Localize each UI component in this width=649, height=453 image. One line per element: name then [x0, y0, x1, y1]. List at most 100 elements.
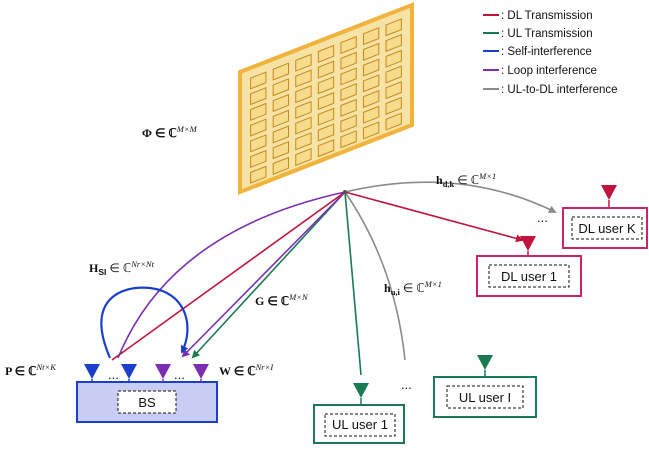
ris-element: [250, 102, 267, 121]
ris-element: [340, 67, 357, 86]
ris-element: [385, 81, 402, 100]
ris-element: [385, 112, 402, 131]
legend-label-ul-to-dl: : UL-to-DL interference: [501, 84, 618, 96]
ris-element: [362, 89, 380, 109]
ris-element: [250, 87, 267, 106]
ris-element: [295, 69, 312, 88]
legend-label-ul: : UL Transmission: [501, 28, 593, 40]
dl-user-k-label-box: [571, 216, 643, 240]
label-h-si-rest: ∈ ℂ: [106, 261, 131, 275]
label-g: G ∈ ℂM×N: [255, 292, 309, 308]
link-ris-to-bs-g: [191, 191, 346, 359]
label-h-si-sub: SI: [98, 267, 106, 277]
link-ul-user-1-to-ris: [344, 191, 362, 376]
ul-user-i-label-box: [446, 385, 524, 409]
ris-element: [272, 62, 290, 81]
ris-element: [362, 74, 380, 93]
label-phi-sup: M×M: [176, 124, 198, 134]
ul-user-1-label-box: [324, 413, 396, 437]
ris-element: [295, 53, 312, 72]
ris-element: [272, 141, 290, 160]
dl-user-1-label-box: [488, 264, 570, 288]
label-h-si-sup: Nr×Nt: [130, 259, 154, 269]
legend-item-loop: : Loop interference: [483, 65, 597, 77]
link-bs-to-ris-loop: [117, 191, 346, 359]
ris-element: [317, 139, 335, 158]
label-w-main: W ∈ ℂ: [219, 364, 256, 378]
dl-user-k-label: DL user K: [578, 221, 636, 236]
label-phi: Φ ∈ ℂM×M: [142, 124, 198, 140]
ris-element: [362, 42, 380, 61]
ris-element: [295, 116, 312, 135]
label-phi-main: Φ ∈ ℂ: [142, 126, 177, 140]
label-p: P ∈ ℂNt×K: [5, 362, 57, 378]
ul-user-1-label: UL user 1: [332, 417, 388, 432]
label-h-dk-rest: ∈ ℂ: [454, 173, 479, 187]
link-ris-to-bs-loop: [181, 191, 346, 358]
link-bs-to-ris-dl: [111, 191, 346, 361]
ris-element: [295, 85, 312, 104]
label-h-si-main: H: [89, 261, 99, 275]
ris-element: [385, 65, 402, 84]
legend-label-dl: : DL Transmission: [501, 10, 593, 22]
ris-element: [340, 130, 357, 149]
label-h-ui-rest: ∈ ℂ: [400, 281, 425, 295]
ul-user-1-node: UL user 1: [313, 383, 405, 444]
ris-element: [272, 93, 290, 113]
ris-element: [317, 44, 335, 63]
legend-label-si: : Self-interference: [501, 46, 592, 58]
bs-rx-antenna-1: [155, 364, 171, 379]
ris-element-grid: [250, 18, 402, 184]
ris-element: [250, 71, 267, 90]
channel-labels: Φ ∈ ℂM×M hd,k ∈ ℂM×1 hu,i ∈ ℂM×1 HSI ∈ ℂ…: [5, 124, 496, 378]
links: [100, 181, 557, 376]
label-p-sup: Nt×K: [36, 362, 58, 372]
label-h-dk: hd,k ∈ ℂM×1: [436, 171, 496, 189]
bs-rx-ellipsis: ...: [174, 367, 185, 382]
legend-label-loop: : Loop interference: [501, 65, 597, 77]
dl-user-k-node: DL user K: [562, 185, 648, 249]
dl-user-k-antenna: [601, 185, 617, 200]
bs-tx-ellipsis: ...: [108, 367, 119, 382]
ris-element: [340, 98, 357, 117]
ris-element: [385, 33, 402, 53]
link-ul-user-i-to-ris: [344, 191, 406, 361]
ris-element: [340, 83, 357, 102]
bs-node: BS ... ...: [76, 364, 218, 423]
ris-element: [340, 114, 357, 133]
legend-item-ul-to-dl: : UL-to-DL interference: [483, 84, 618, 96]
label-w: W ∈ ℂNr×I: [219, 362, 274, 378]
bs-tx-antenna-k: [121, 364, 137, 379]
ris-element: [250, 118, 267, 137]
ul-users-ellipsis: ...: [401, 377, 412, 392]
dl-user-1-label: DL user 1: [501, 269, 557, 284]
label-h-dk-sup: M×1: [478, 171, 496, 181]
bs-label: BS: [138, 395, 156, 410]
link-ris-to-dl-user-1: [344, 191, 524, 243]
ris-element: [272, 156, 290, 175]
ris-element: [385, 18, 402, 37]
ris-element: [295, 100, 312, 119]
ris-element: [362, 121, 380, 140]
ris-element: [385, 49, 402, 68]
dl-user-1-antenna: [520, 236, 536, 251]
ris-element: [317, 123, 335, 142]
label-h-dk-sub: d,k: [443, 179, 455, 189]
ris-element: [362, 27, 380, 46]
ris-element: [295, 132, 312, 151]
dl-users-ellipsis: ...: [537, 210, 548, 225]
ris-element: [362, 58, 380, 77]
label-h-ui-sup: M×1: [424, 279, 442, 289]
legend-item-dl: : DL Transmission: [483, 10, 593, 22]
ris-element: [317, 91, 335, 111]
ul-user-i-node: UL user I: [433, 355, 537, 418]
label-p-main: P ∈ ℂ: [5, 364, 37, 378]
link-ris-to-dl-user-k: [344, 181, 557, 213]
ris-element: [250, 134, 267, 153]
ris-element: [340, 51, 357, 70]
ris-element: [295, 147, 312, 167]
dl-user-1-node: DL user 1: [476, 236, 582, 297]
ul-user-i-antenna: [477, 355, 493, 370]
ris-reflection-point: [343, 190, 347, 194]
bs-tx-antenna-1: [84, 364, 100, 379]
